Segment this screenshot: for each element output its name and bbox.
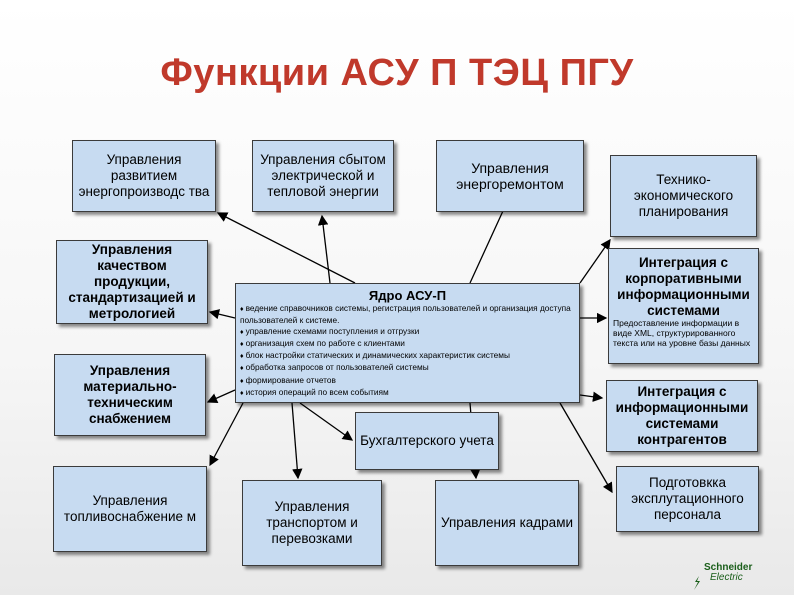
corporate-note: Предоставление информации в виде XML, ст… xyxy=(613,318,751,348)
core-title: Ядро АСУ-П xyxy=(368,288,447,303)
box-corporate: Интеграция с корпоративными информационн… xyxy=(608,248,759,364)
core-item: обработка запросов от пользователей сист… xyxy=(240,362,579,374)
core-item: организация схем по работе с клиентами xyxy=(240,338,579,350)
core-item: история операций по всем событиям xyxy=(240,387,579,399)
arrow-supply xyxy=(206,389,236,404)
arrow-planning xyxy=(579,238,611,284)
arrow-quality xyxy=(208,309,236,320)
logo-line1: Schneider xyxy=(704,562,753,573)
box-hr: Управления кадрами xyxy=(435,480,579,566)
box-planning: Технико-экономического планирования xyxy=(610,155,757,237)
core-item: управление схемами поступления и отгрузк… xyxy=(240,326,579,338)
box-transport: Управления транспортом и перевозками xyxy=(242,480,382,566)
box-training: Подготовкка эксплутационного персонала xyxy=(616,466,759,532)
core-item: формирование отчетов xyxy=(240,375,579,387)
arrow-contractors xyxy=(579,391,604,402)
page-title: Функции АСУ П ТЭЦ ПГУ xyxy=(160,52,634,94)
arrow-sales xyxy=(317,214,331,284)
arrow-training xyxy=(559,402,613,494)
box-quality: Управления качеством продукции, стандарт… xyxy=(56,240,208,324)
box-accounting: Бухгалтерского учета xyxy=(355,412,499,470)
box-contractors: Интеграция с информационными системами к… xyxy=(606,380,758,452)
arrow-transport xyxy=(291,402,303,480)
core-item: блок настройки статических и динамически… xyxy=(240,350,579,362)
box-repair: Управления энергоремонтом xyxy=(436,140,584,212)
box-development: Управления развитием энергопроизводс тва xyxy=(72,140,216,212)
core-box: Ядро АСУ-П ведение справочников системы,… xyxy=(235,283,580,403)
arrow-repair xyxy=(469,198,509,284)
schneider-logo-icon xyxy=(694,576,700,590)
core-item: ведение справочников системы, регистраци… xyxy=(240,303,579,326)
box-sales: Управления сбытом электрической и теплов… xyxy=(252,140,394,212)
core-list: ведение справочников системы, регистраци… xyxy=(240,303,579,399)
schneider-logo: Schneider Electric xyxy=(704,563,752,583)
arrow-fuel xyxy=(209,402,244,467)
box-supply: Управления материально-техническим снабж… xyxy=(54,354,206,436)
arrow-development xyxy=(216,212,356,284)
arrow-accounting xyxy=(299,402,354,441)
box-fuel: Управления топливоснабжение м xyxy=(53,466,207,552)
logo-line2: Electric xyxy=(710,572,743,583)
